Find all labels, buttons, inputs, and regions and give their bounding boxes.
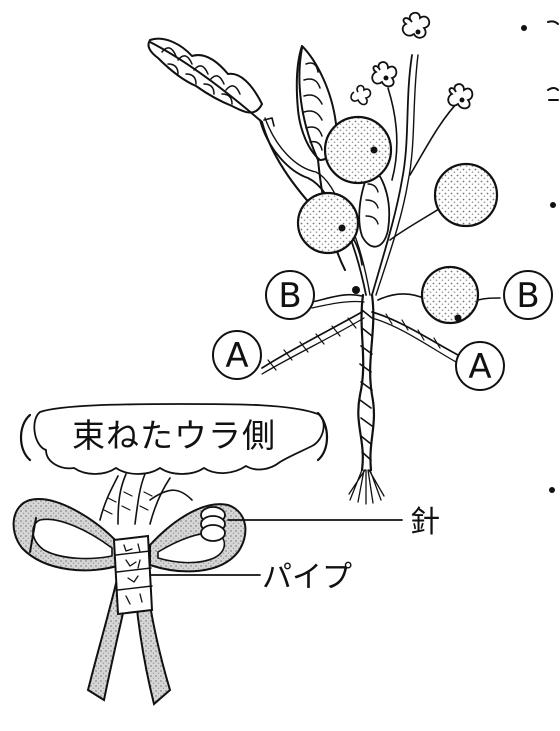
dotted-ball — [323, 115, 393, 185]
dotted-ball — [296, 191, 360, 255]
small-flower — [350, 84, 372, 106]
label-a-left: A — [212, 330, 262, 380]
dotted-ball — [420, 265, 480, 325]
callout-text: 束ねたウラ側 — [72, 416, 276, 455]
svg-text:B: B — [278, 276, 301, 316]
margin-bullets — [521, 20, 559, 493]
corsage-main — [147, 11, 501, 505]
wheat-sprig-right — [358, 165, 391, 248]
svg-text:A: A — [225, 336, 248, 376]
leader-pipe: パイプ — [149, 560, 352, 595]
callout-bubble: 束ねたウラ側 — [19, 403, 329, 475]
small-flower — [401, 11, 431, 39]
leader-needle: 針 — [227, 505, 440, 540]
needle-coil — [200, 506, 226, 542]
svg-text:B: B — [516, 276, 539, 316]
label-b-left: B — [265, 270, 315, 320]
twisted-stem — [348, 293, 385, 505]
dotted-ball — [433, 162, 499, 228]
small-flower — [371, 61, 398, 88]
svg-text:A: A — [468, 347, 491, 387]
ribbon-bow — [12, 473, 247, 706]
needle-label: 針 — [410, 505, 440, 540]
label-b-right: B — [503, 270, 553, 320]
small-flower — [447, 83, 474, 110]
pipe-label: パイプ — [262, 560, 352, 595]
label-a-right: A — [455, 341, 505, 391]
